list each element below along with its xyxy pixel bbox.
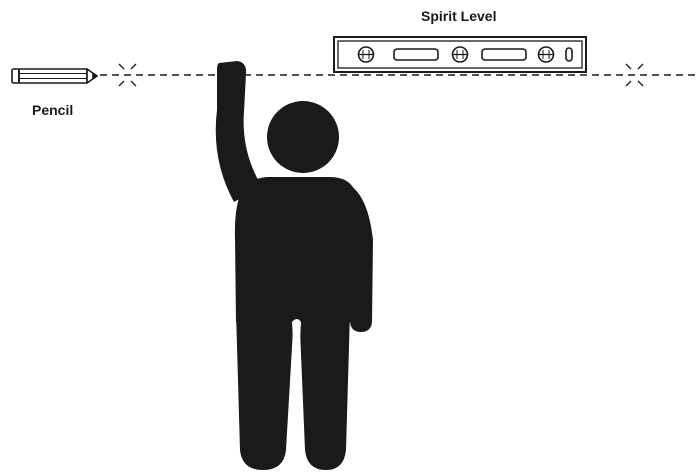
spirit-level-icon: [334, 37, 586, 72]
pencil-label: Pencil: [32, 102, 73, 118]
person-left-leg: [236, 312, 294, 470]
pencil-icon: [12, 69, 97, 83]
spirit-level-label: Spirit Level: [421, 8, 496, 24]
person-head: [267, 101, 339, 173]
person-silhouette: [216, 61, 373, 470]
